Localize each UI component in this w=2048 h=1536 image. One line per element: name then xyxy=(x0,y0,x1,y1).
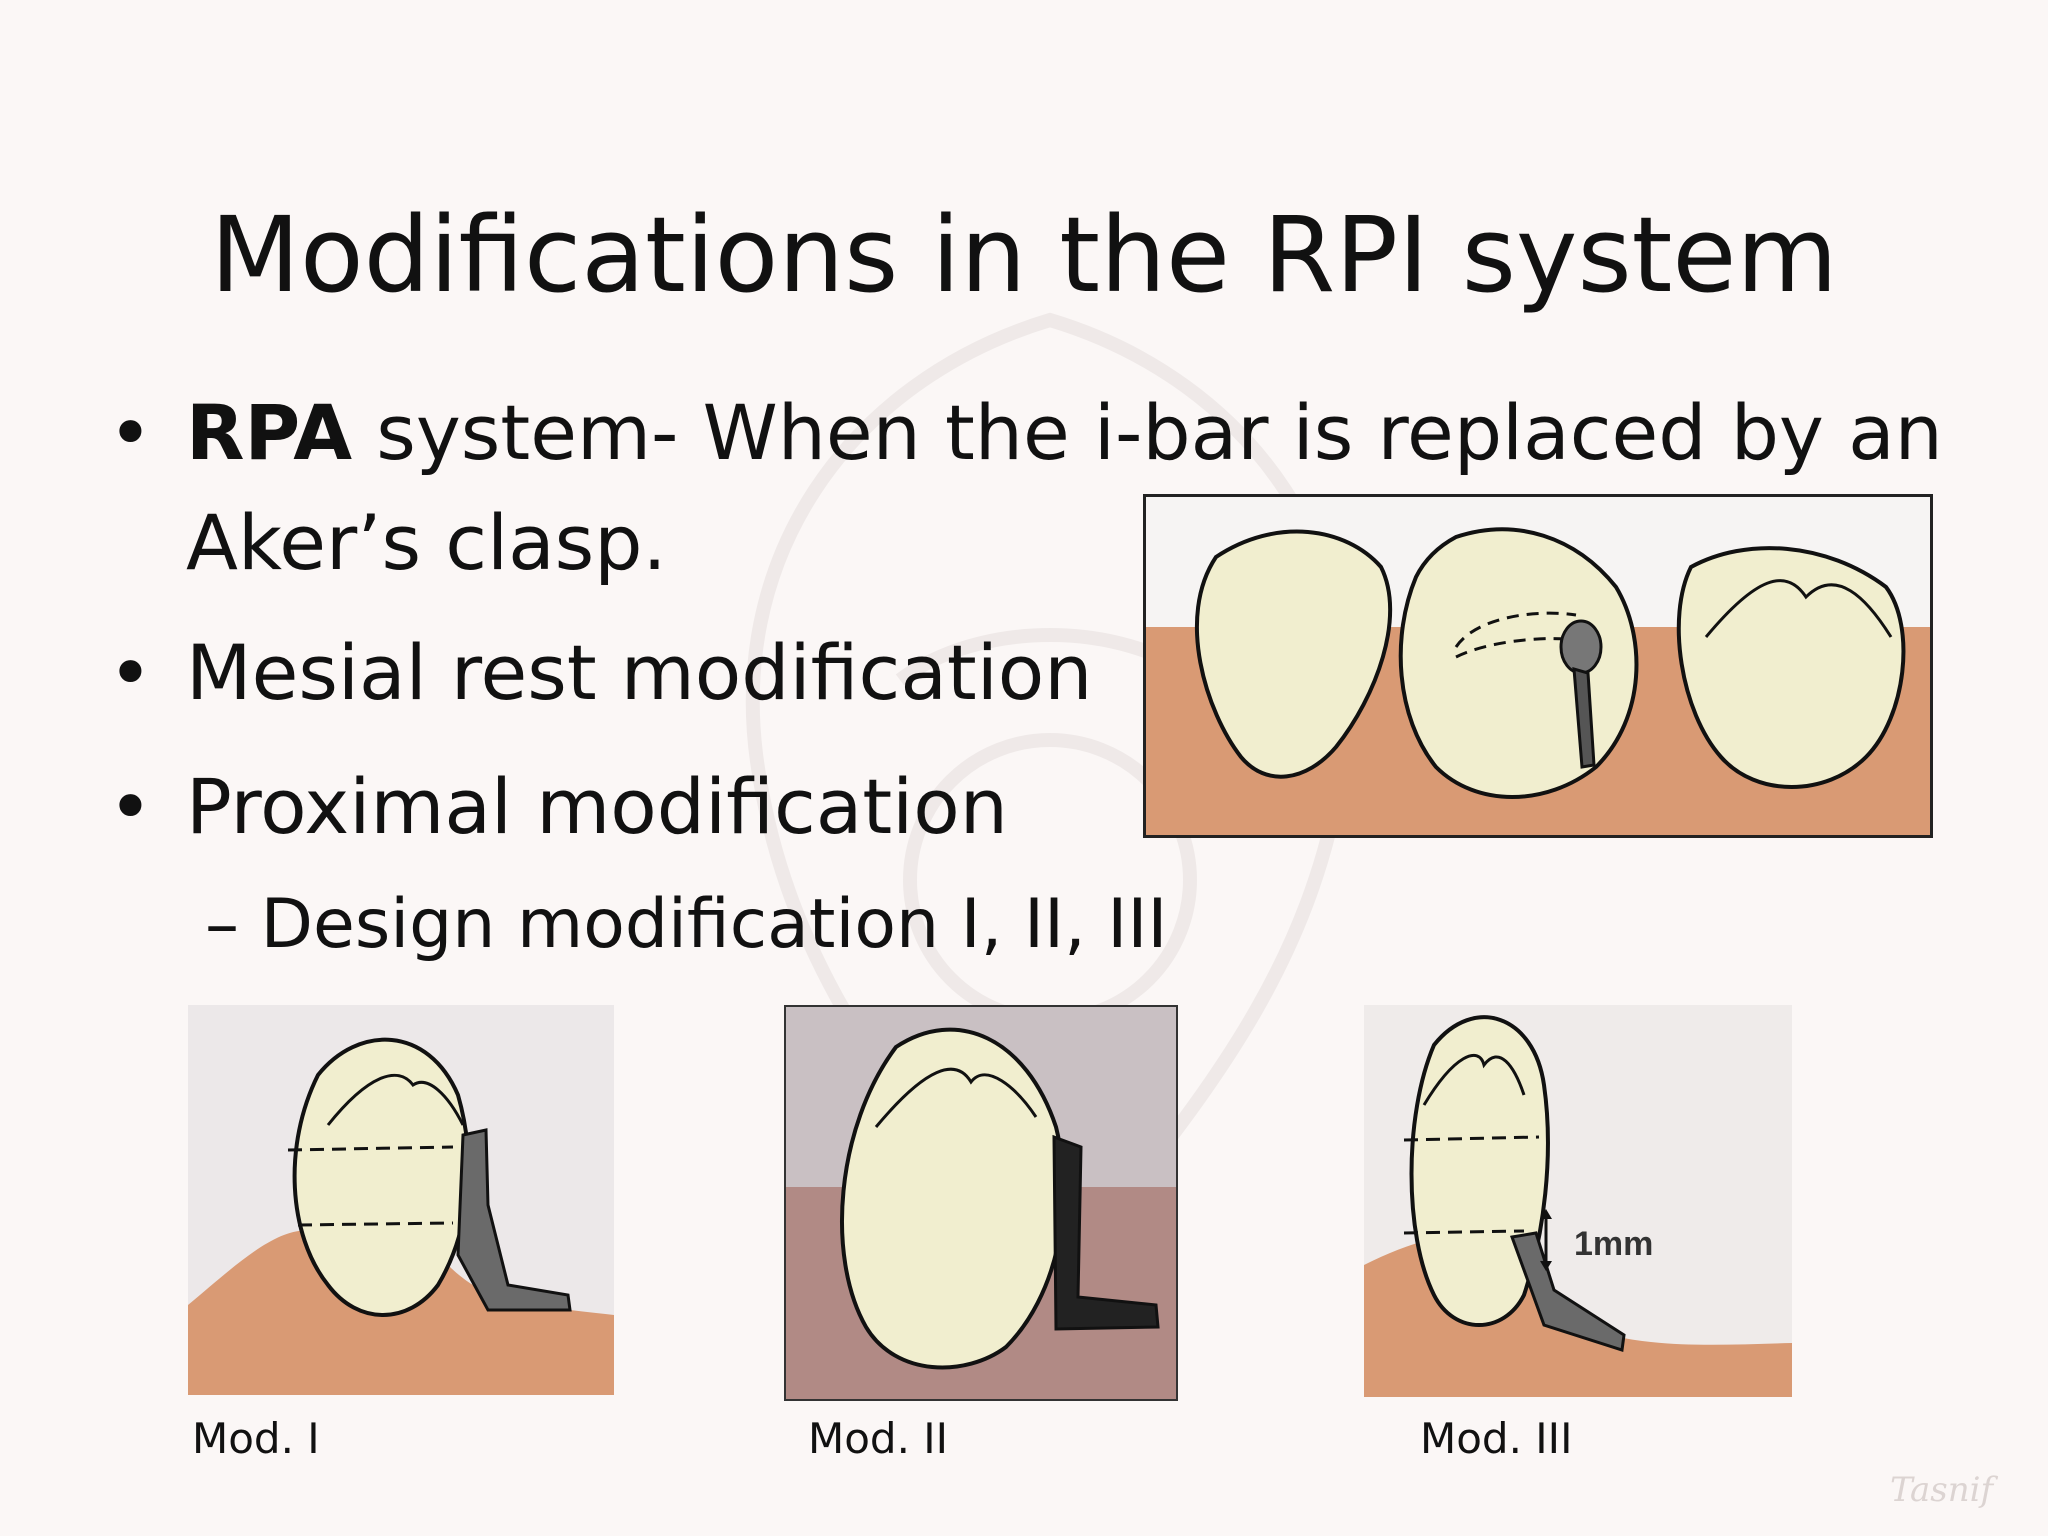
mod-3-figure: 1mm xyxy=(1364,1005,1792,1397)
teeth-illustration xyxy=(1146,497,1930,835)
caption-mod-2: Mod. II xyxy=(808,1414,949,1463)
signature: Tasnif xyxy=(1890,1470,1994,1510)
bullet-bold-term: RPA xyxy=(186,388,353,477)
sub-bullet-design: – Design modification I, II, III xyxy=(205,885,1168,964)
slide-title: Modifications in the RPI system xyxy=(210,193,1838,316)
mod-1-figure xyxy=(188,1005,614,1395)
bullet-proximal: • Proximal modification xyxy=(108,752,1008,862)
mod-1-illustration xyxy=(188,1005,614,1395)
bullet-text: RPA system- When the i-bar is replaced b… xyxy=(186,378,1948,598)
bullet-mesial-rest: • Mesial rest modification xyxy=(108,618,1092,728)
bullet-text: Mesial rest modification xyxy=(186,628,1093,717)
mod-3-illustration: 1mm xyxy=(1364,1005,1792,1397)
bullet-body: system- When the i-bar is replaced by an… xyxy=(186,388,1943,588)
bullet-text: Proximal modification xyxy=(186,762,1008,851)
mod-2-illustration xyxy=(786,1007,1176,1399)
bullet-dot: • xyxy=(108,628,153,717)
caption-mod-1: Mod. I xyxy=(192,1414,320,1463)
bullet-dot: • xyxy=(108,762,153,851)
caption-mod-3: Mod. III xyxy=(1420,1414,1573,1463)
measure-label: 1mm xyxy=(1574,1225,1653,1263)
rpa-teeth-figure xyxy=(1143,494,1933,838)
bullet-rpa-system: • RPA system- When the i-bar is replaced… xyxy=(108,378,1948,598)
mod-2-figure xyxy=(784,1005,1178,1401)
bullet-dot: • xyxy=(108,388,153,477)
